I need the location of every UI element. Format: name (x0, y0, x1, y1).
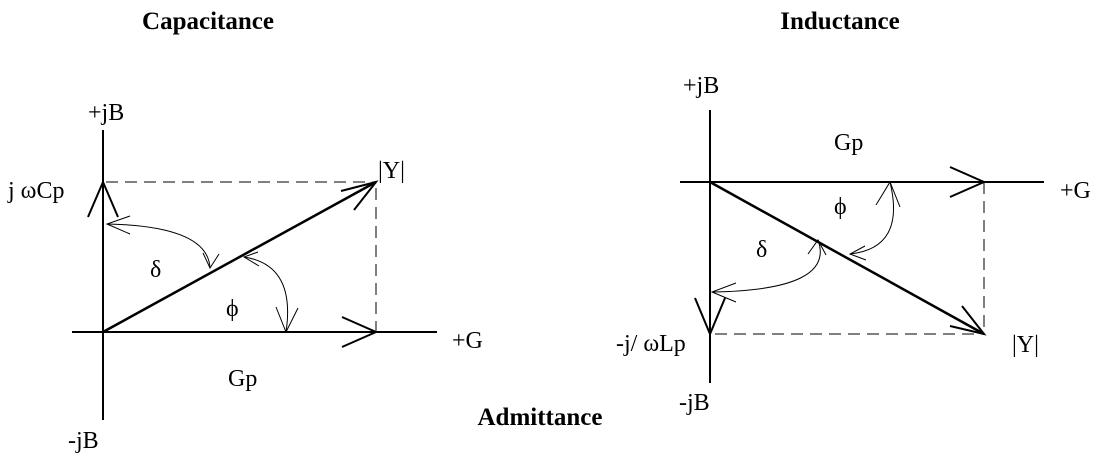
ind-y-arrowhead (949, 305, 987, 336)
inductance-heading: Inductance (780, 8, 899, 35)
inductance-diagram: +jB -jB +G -j/ ωLp Gp |Y| δ ϕ (616, 73, 1091, 416)
ind-pos-imag-label: +jB (683, 73, 719, 99)
ind-b-arrowhead (694, 297, 726, 337)
cap-pos-imag-label: +jB (88, 100, 124, 126)
cap-phi-label: ϕ (226, 296, 239, 322)
ind-real-label: +G (1060, 178, 1091, 204)
cap-phi-arrowhead (275, 306, 299, 334)
ind-delta-start-tick (807, 239, 827, 256)
ind-y-label: |Y| (1012, 332, 1039, 358)
ind-gp-label: Gp (834, 130, 863, 156)
cap-neg-imag-label: -jB (68, 428, 99, 454)
ind-phi-arrowhead (875, 180, 901, 208)
cap-delta-start-tick (202, 252, 220, 270)
ind-susceptance-label: -j/ ωLp (616, 331, 686, 357)
cap-gp-arrowhead (341, 316, 379, 348)
capacitance-heading: Capacitance (142, 8, 274, 35)
cap-gp-label: Gp (228, 366, 257, 392)
cap-delta-arrowhead (105, 215, 131, 235)
cap-susceptance-label: j ωCp (7, 178, 64, 204)
cap-delta-label: δ (150, 257, 161, 283)
ind-y-vector (709, 180, 985, 336)
cap-y-label: |Y| (378, 158, 405, 184)
ind-delta-label: δ (756, 237, 767, 263)
cap-y-vector (102, 180, 377, 334)
ind-neg-imag-label: -jB (679, 390, 710, 416)
cap-phi-arc (243, 256, 289, 333)
ind-delta-arrowhead (710, 282, 737, 303)
admittance-heading: Admittance (478, 404, 603, 431)
cap-real-label: +G (452, 328, 483, 354)
cap-y-arrowhead (340, 180, 379, 211)
cap-phi-start-tick (242, 251, 260, 267)
cap-b-arrowhead (87, 179, 119, 218)
capacitance-diagram: +jB -jB +G j ωCp Gp |Y| δ ϕ (7, 100, 483, 454)
ind-phi-label: ϕ (834, 194, 847, 220)
ind-delta-arc (711, 239, 821, 293)
ind-phi-start-tick (848, 245, 867, 261)
ind-phi-arc (849, 181, 894, 255)
cap-delta-arc (106, 223, 211, 269)
ind-gp-arrowhead (949, 166, 987, 198)
